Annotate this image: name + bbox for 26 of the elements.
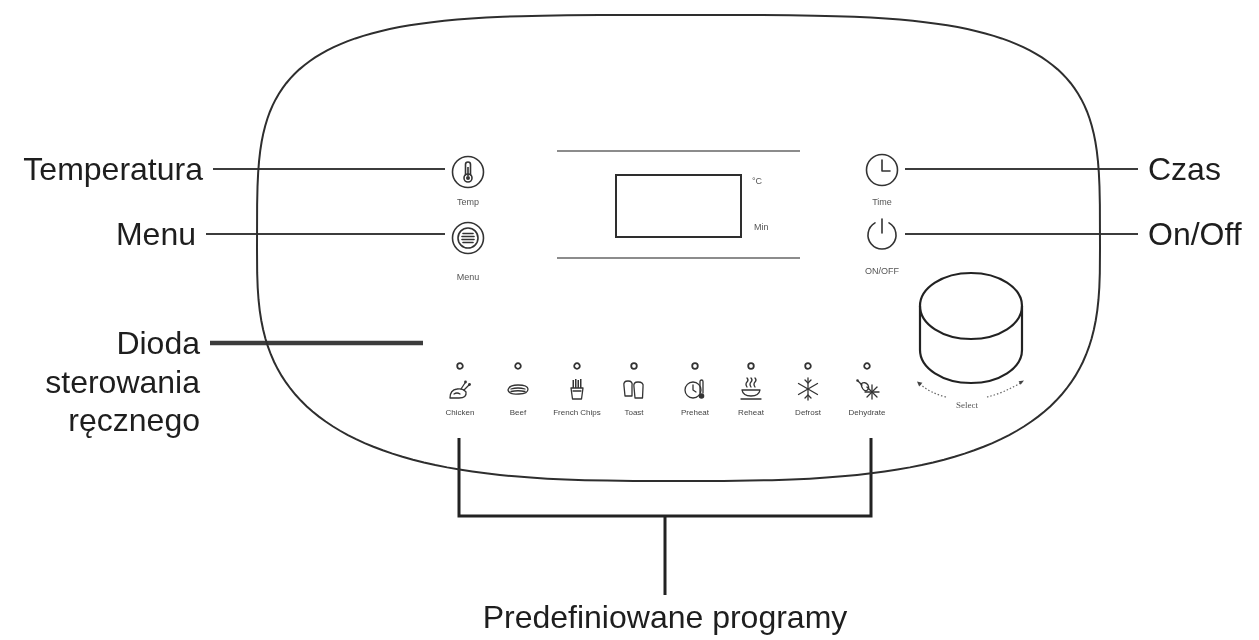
button-label: ON/OFF [865, 266, 899, 276]
button-label: Time [872, 197, 892, 207]
program-label: Preheat [681, 408, 709, 417]
button-label: Menu [456, 272, 480, 282]
callout-label: Czas [1148, 150, 1221, 188]
leader-line [210, 340, 423, 346]
program-label: Reheat [738, 408, 764, 417]
leader-line [212, 168, 446, 170]
callout-label: Temperatura [23, 150, 203, 188]
knob-label: Select [956, 400, 978, 410]
program-label: Toast [624, 408, 644, 417]
program-label: French Chips [553, 408, 601, 417]
unit-label: Min [754, 222, 769, 232]
callout-label: Dioda sterowania ręcznego [45, 324, 200, 440]
button-label: Temp [457, 197, 479, 207]
unit-label: °C [752, 176, 763, 186]
leader-line [205, 233, 446, 235]
leader-line [904, 168, 1139, 170]
program-label: Defrost [795, 408, 821, 417]
program-label: Chicken [445, 408, 475, 417]
callout-label: Menu [115, 215, 196, 253]
callout-label: On/Off [1148, 215, 1242, 253]
program-label: Beef [509, 408, 527, 417]
leader-line [904, 233, 1139, 235]
program-label: Dehydrate [848, 408, 886, 417]
callout-label: Predefiniowane programy [482, 598, 848, 636]
